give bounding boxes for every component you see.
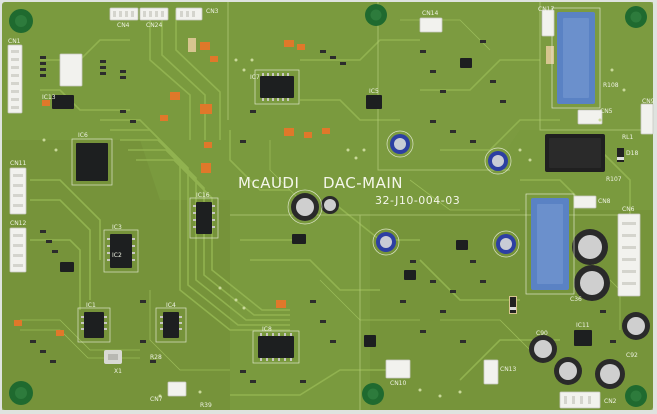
ic-ic6 <box>76 143 108 181</box>
ic-ic5 <box>366 95 382 109</box>
ref-cn1: CN1 <box>8 38 21 45</box>
ref-cn17: CN17 <box>538 6 555 13</box>
ic-small-2 <box>456 240 468 250</box>
connector-cn5 <box>577 109 603 125</box>
ic-ic8 <box>258 336 294 358</box>
ref-r107: R107 <box>606 176 622 183</box>
mounting-holes <box>9 4 647 407</box>
ic-ic7 <box>260 76 294 98</box>
connector-cn13 <box>483 359 499 385</box>
ref-cn6: CN6 <box>622 206 635 213</box>
ic-ic11 <box>574 330 592 346</box>
ref-cn3: CN3 <box>206 8 219 15</box>
ref-ic5: IC5 <box>369 88 379 95</box>
ref-ic13: IC13 <box>42 94 56 101</box>
connector-cn14 <box>419 17 443 33</box>
ref-cn7: CN7 <box>150 396 163 403</box>
ref-cn14: CN14 <box>422 10 439 17</box>
silkscreen-outlines <box>71 7 601 364</box>
ic-ic4 <box>163 312 179 338</box>
ic-ic3 <box>110 234 132 268</box>
ref-cn24: CN24 <box>146 22 163 29</box>
ref-ic8: IC8 <box>262 326 272 333</box>
ref-r108: R108 <box>603 82 619 89</box>
ref-ic3: IC3 <box>112 224 122 231</box>
ref-c36: C36 <box>570 296 582 303</box>
ref-cn13: CN13 <box>500 366 517 373</box>
smd-small-parts <box>30 40 616 383</box>
vias <box>42 58 626 398</box>
connector-cn12 <box>9 227 27 273</box>
connector-cn17 <box>541 9 555 37</box>
ref-r28: R28 <box>150 354 162 361</box>
ref-ic4: IC4 <box>166 302 176 309</box>
ref-ic11: IC11 <box>576 322 590 329</box>
relays <box>531 12 605 290</box>
ref-c92: C92 <box>626 352 638 359</box>
ic-small-5 <box>60 262 74 272</box>
connector-cn7 <box>167 381 187 397</box>
ic-small-6 <box>292 234 306 244</box>
ref-d18: D18 <box>626 150 639 157</box>
ref-cn4: CN4 <box>117 22 130 29</box>
ref-cn2: CN2 <box>604 398 617 405</box>
diode-bottom <box>510 297 516 313</box>
ref-cn11: CN11 <box>10 160 27 167</box>
ref-rl1: RL1 <box>622 134 634 141</box>
connector-pc1 <box>59 53 83 87</box>
board-name: DAC-MAIN <box>323 174 404 192</box>
ic-small-3 <box>404 270 416 280</box>
ref-cn10: CN10 <box>390 380 407 387</box>
ic-ic1 <box>84 312 104 338</box>
ic-pins <box>81 73 292 361</box>
ground-plane-left <box>2 140 230 410</box>
diode-d18 <box>617 148 624 162</box>
connector-cn10 <box>385 359 411 379</box>
diodes <box>510 148 624 313</box>
board-part-number: 32-J10-004-03 <box>375 194 461 207</box>
ref-ic2: IC2 <box>112 252 122 259</box>
ref-c90: C90 <box>536 330 548 337</box>
ref-ic1: IC1 <box>86 302 96 309</box>
ic-ic13 <box>52 95 74 109</box>
ic-ic16 <box>196 202 212 234</box>
capacitors <box>291 134 650 389</box>
connector-cn1 <box>7 44 23 114</box>
ref-ic7: IC7 <box>250 74 260 81</box>
ref-x1: X1 <box>114 368 122 375</box>
board-brand: McAUDI <box>238 174 300 192</box>
connector-pins <box>11 11 636 404</box>
connector-cn8 <box>573 195 597 209</box>
ref-r39: R39 <box>200 402 212 409</box>
ref-cn9: CN9 <box>642 98 655 105</box>
ref-cn5: CN5 <box>600 108 613 115</box>
ref-cn8: CN8 <box>598 198 611 205</box>
ic-small-1 <box>460 58 472 68</box>
connector-cn11 <box>9 167 27 215</box>
ref-ic6: IC6 <box>78 132 88 139</box>
ic-small-4 <box>364 335 376 347</box>
connector-cn9 <box>640 103 654 135</box>
ref-cn12: CN12 <box>10 220 27 227</box>
ics <box>52 58 592 358</box>
smd-orange-parts <box>14 40 330 336</box>
ref-ic16: IC16 <box>196 192 210 199</box>
